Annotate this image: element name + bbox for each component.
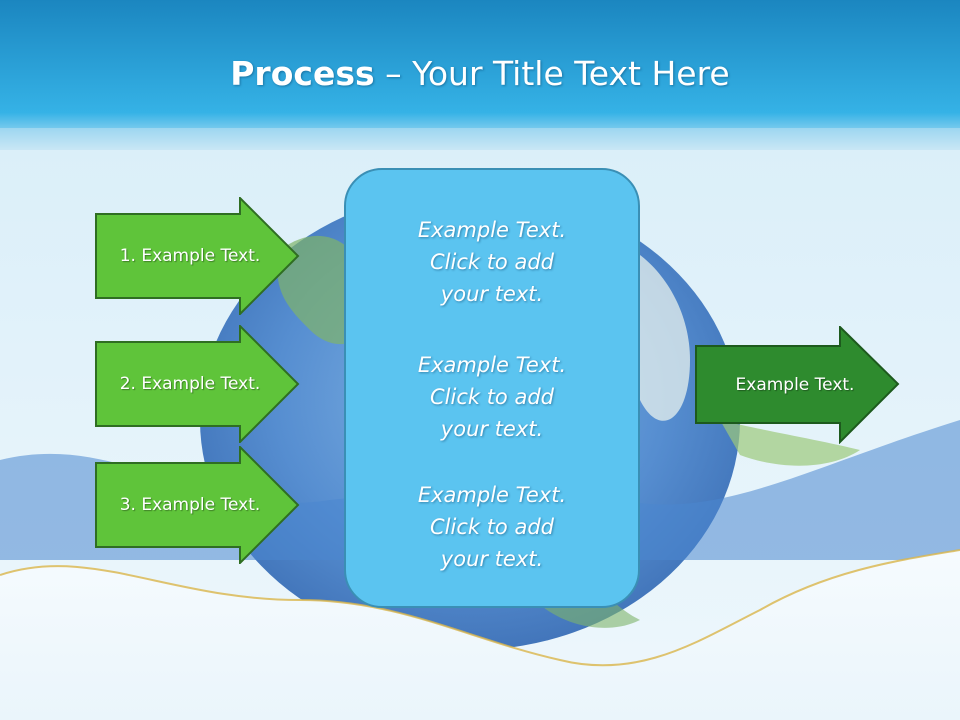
arrow-step-1[interactable]: 1. Example Text. [95, 197, 305, 315]
arrow-step-1-label: 1. Example Text. [119, 246, 261, 266]
arrow-output[interactable]: Example Text. [695, 326, 905, 444]
center-text-box[interactable]: Example Text. Click to add your text. Ex… [344, 168, 640, 608]
arrow-step-2[interactable]: 2. Example Text. [95, 325, 305, 443]
center-block-3: Example Text. Click to add your text. [346, 479, 638, 575]
arrow-step-3[interactable]: 3. Example Text. [95, 446, 305, 564]
arrow-right-icon [695, 326, 900, 444]
arrow-right-icon [95, 446, 300, 564]
title-rest: – Your Title Text Here [374, 54, 730, 93]
slide-title: Process – Your Title Text Here [0, 48, 960, 100]
center-block-2-line-2: Click to add [429, 385, 554, 409]
arrow-right-icon [95, 197, 300, 315]
arrow-step-3-label: 3. Example Text. [119, 495, 261, 515]
center-block-1-line-2: Click to add [429, 250, 554, 274]
center-block-2: Example Text. Click to add your text. [346, 349, 638, 445]
center-block-3-line-1: Example Text. [417, 483, 567, 507]
center-block-2-line-3: your text. [440, 417, 544, 441]
center-block-1-line-3: your text. [440, 282, 544, 306]
arrow-output-label: Example Text. [735, 375, 855, 395]
arrow-step-2-label: 2. Example Text. [119, 374, 261, 394]
center-block-3-line-2: Click to add [429, 515, 554, 539]
center-block-1: Example Text. Click to add your text. [346, 214, 638, 310]
arrow-right-icon [95, 325, 300, 443]
center-block-2-line-1: Example Text. [417, 353, 567, 377]
center-block-1-line-1: Example Text. [417, 218, 567, 242]
title-bold: Process [230, 54, 375, 93]
center-block-3-line-3: your text. [440, 547, 544, 571]
